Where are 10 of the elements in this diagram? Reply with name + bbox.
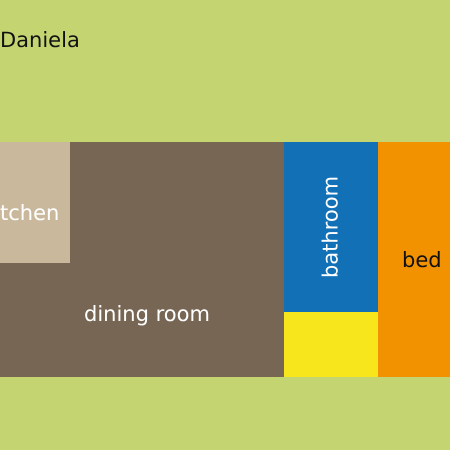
room-label: dining room bbox=[84, 304, 210, 325]
room-area bbox=[284, 312, 378, 377]
room-area bbox=[284, 142, 378, 312]
room-area bbox=[378, 142, 450, 377]
room-label: tchen bbox=[0, 203, 60, 224]
room-area bbox=[0, 142, 70, 263]
room-label: bed bbox=[402, 250, 442, 271]
room-area bbox=[0, 142, 284, 377]
room-label: bathroom bbox=[320, 176, 342, 278]
plan-title: Daniela bbox=[0, 30, 80, 51]
